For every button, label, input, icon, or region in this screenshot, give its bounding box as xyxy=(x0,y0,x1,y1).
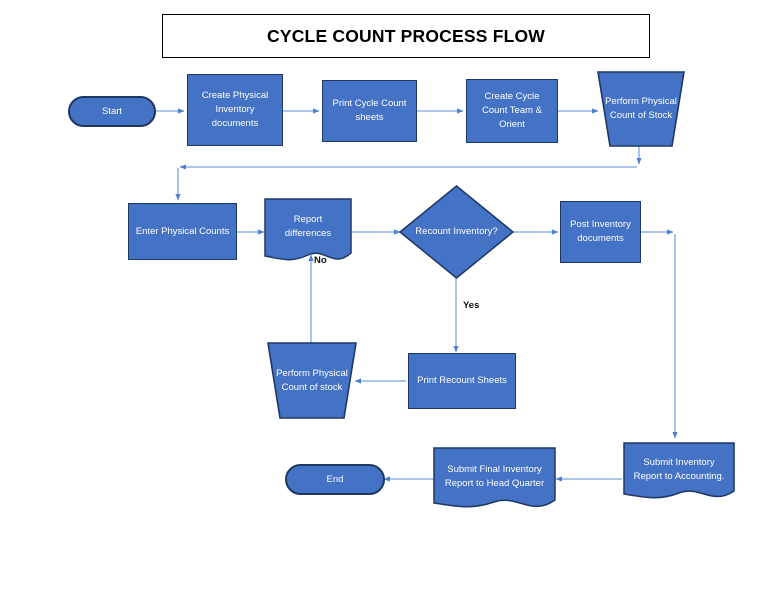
node-perform-physical-count-of-stock[interactable]: Perform Physical Count of Stock xyxy=(597,71,685,147)
edge-label-yes-text: Yes xyxy=(463,300,480,311)
node-report-differences[interactable]: Report differences xyxy=(264,198,352,265)
diagram-title: CYCLE COUNT PROCESS FLOW xyxy=(267,25,545,46)
document-shape xyxy=(264,198,352,261)
node-start-label: Start xyxy=(101,105,123,117)
node-recount-inventory-decision[interactable]: Recount Inventory? xyxy=(398,185,515,279)
manual-operation-shape-2 xyxy=(267,342,357,419)
node-create-cycle-count-team[interactable]: Create Cycle Count Team & Orient xyxy=(466,79,558,143)
node-create-physical-inventory-documents[interactable]: Create Physical Inventory documents xyxy=(187,74,283,146)
node-enter-physical-counts-label: Enter Physical Counts xyxy=(135,225,230,237)
node-end[interactable]: End xyxy=(285,464,385,495)
node-start[interactable]: Start xyxy=(68,96,156,127)
node-print-recount-sheets[interactable]: Print Recount Sheets xyxy=(408,353,516,409)
edge-label-no: No xyxy=(314,255,327,266)
connectors xyxy=(156,108,678,482)
diagram-title-box: CYCLE COUNT PROCESS FLOW xyxy=(162,14,650,58)
edge-label-yes: Yes xyxy=(463,300,479,311)
decision-shape xyxy=(398,185,515,279)
manual-operation-shape xyxy=(597,71,685,147)
node-print-cycle-count-sheets[interactable]: Print Cycle Count sheets xyxy=(322,80,417,142)
node-perform-physical-count-of-stock-2[interactable]: Perform Physical Count of stock xyxy=(267,342,357,419)
node-post-inventory-documents[interactable]: Post Inventory documents xyxy=(560,201,641,263)
node-print-recount-sheets-label: Print Recount Sheets xyxy=(417,375,507,387)
node-print-cycle-count-sheets-label: Print Cycle Count sheets xyxy=(332,98,407,123)
edge-label-no-text: No xyxy=(314,255,327,266)
node-create-physical-inventory-documents-label: Create Physical Inventory documents xyxy=(201,90,269,129)
document-shape-hq xyxy=(433,447,556,508)
node-enter-physical-counts[interactable]: Enter Physical Counts xyxy=(128,203,237,260)
node-post-inventory-documents-label: Post Inventory documents xyxy=(570,219,631,244)
node-create-cycle-count-team-label: Create Cycle Count Team & Orient xyxy=(481,91,543,130)
node-submit-final-inventory-report-to-head-quarter[interactable]: Submit Final Inventory Report to Head Qu… xyxy=(433,447,556,513)
node-end-label: End xyxy=(326,473,344,485)
document-shape-accounting xyxy=(623,442,735,499)
node-submit-inventory-report-to-accounting[interactable]: Submit Inventory Report to Accounting. xyxy=(623,442,735,503)
